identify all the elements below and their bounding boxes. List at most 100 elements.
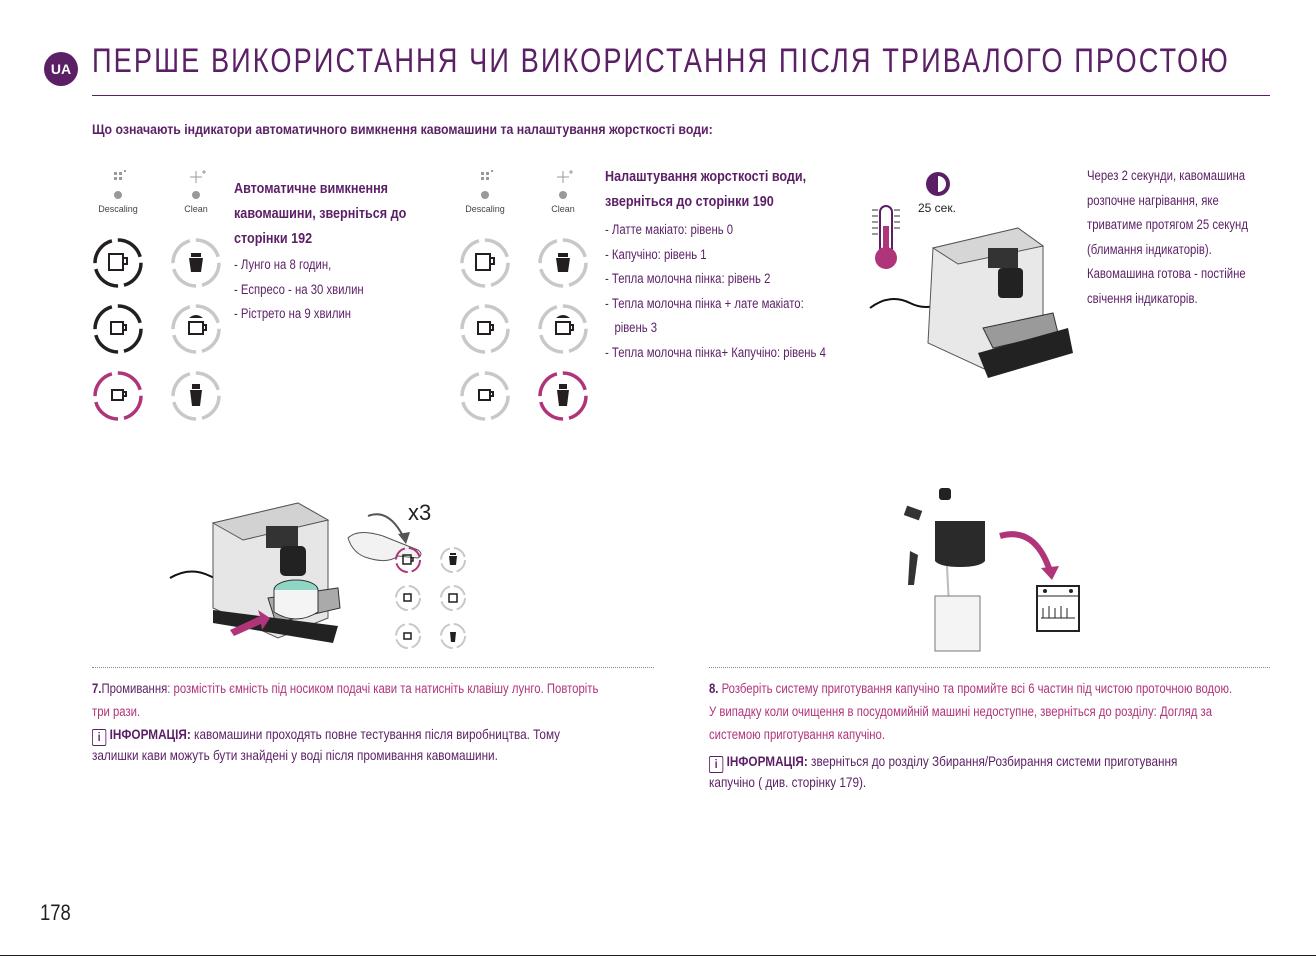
- page-title: ПЕРШЕ ВИКОРИСТАННЯ ЧИ ВИКОРИСТАННЯ ПІСЛЯ…: [92, 42, 1230, 80]
- heating-line: (блимання індикаторів).: [1087, 241, 1212, 257]
- knob-part: [939, 488, 951, 500]
- hardness-item: - Тепла молочна пінка + лате макіато:: [605, 295, 804, 311]
- timer-label: 25 сек.: [918, 201, 956, 215]
- hardness-indicator-panel: Descaling Clean: [459, 166, 599, 428]
- descaling-icon: [114, 170, 126, 180]
- step8-separator: [709, 667, 1270, 668]
- coffee-machine-image: [869, 227, 1073, 378]
- espresso-ring-dark: [93, 304, 143, 354]
- hardness-block: Налаштування жорсткості води, зверніться…: [605, 164, 868, 365]
- lungo-button-magenta: [395, 547, 421, 573]
- half-moon-icon: [926, 172, 950, 196]
- page-number: 178: [40, 900, 71, 925]
- heating-illustration: 25 сек.: [868, 168, 1078, 383]
- ristretto-ring-magenta: [93, 371, 143, 421]
- step7-number: 7.: [92, 681, 102, 696]
- auto-off-item: - Еспресо - на 30 хвилин: [234, 281, 364, 297]
- auto-off-title-3: сторінки 192: [234, 230, 313, 247]
- step8-text-1: Розберіть систему приготування капучіно …: [718, 681, 1233, 696]
- descaling-label: Descaling: [98, 204, 138, 214]
- section-subtitle: Що означають індикатори автоматичного ви…: [92, 121, 713, 137]
- auto-off-item: - Лунго на 8 годин,: [234, 257, 332, 272]
- step8-block: 8. Розберіть систему приготування капучі…: [709, 677, 1316, 791]
- hardness-item: - Тепла молочна пінка+ Капучіно: рівень …: [605, 344, 826, 360]
- milk-container-part: [934, 595, 981, 652]
- heating-line: свічення індикаторів.: [1087, 290, 1198, 306]
- arrow-to-dishwasher-icon: [999, 531, 1053, 572]
- step8-info-text-1: зверніться до розділу Збирання/Розбиранн…: [807, 753, 1178, 769]
- milk-lid-part: [935, 521, 985, 567]
- auto-off-title-1: Автоматичне вимкнення: [234, 180, 389, 197]
- heating-line: розпочне нагрівання, яке: [1087, 192, 1219, 208]
- cappuccino-parts-image: [903, 488, 1080, 652]
- ristretto-button: [395, 623, 421, 649]
- step8-line-1: 8. Розберіть систему приготування капучі…: [709, 677, 1297, 700]
- hardness-title-2: зверніться до сторінки 190: [605, 193, 774, 210]
- step7-text-1: : розмістіть ємність під носиком подачі …: [167, 681, 599, 696]
- heating-line: Через 2 секунди, кавомашина: [1087, 168, 1246, 183]
- milk-button-3: [440, 623, 466, 649]
- step8-info-label: ІНФОРМАЦІЯ:: [726, 753, 808, 769]
- step7-info-text-2: залишки кави можуть бути знайдені у воді…: [92, 747, 498, 763]
- info-icon: i: [709, 756, 724, 773]
- cappuccino-system-illustration: [895, 486, 1095, 661]
- title-rule: [92, 95, 1270, 96]
- heating-line: Кавомашина готова - постійне: [1087, 266, 1246, 281]
- rinse-illustration: x3: [168, 498, 478, 658]
- espresso-button: [395, 585, 421, 611]
- nozzle-part: [903, 505, 923, 521]
- milk-ring-light-2: [171, 304, 221, 354]
- auto-off-indicator-panel: Descaling Clean: [92, 166, 232, 428]
- descaling-label: Descaling: [465, 204, 505, 214]
- milk-button-2: [440, 585, 466, 611]
- step7-info-label: ІНФОРМАЦІЯ:: [109, 726, 191, 742]
- thermometer-icon: [872, 205, 900, 269]
- auto-off-title-2: кавомашини, зверніться до: [234, 205, 407, 222]
- milk-ring-light-3: [171, 371, 221, 421]
- milk-ring-light-1: [171, 238, 221, 288]
- push-arrow-icon: [230, 610, 270, 636]
- step7-text-2: три рази.: [92, 704, 141, 719]
- hardness-item: рівень 3: [605, 320, 658, 335]
- auto-off-item: - Рістрето на 9 хвилин: [234, 306, 352, 321]
- hand-icon: [347, 532, 422, 562]
- milk-ring-light-2: [538, 304, 588, 354]
- hardness-indicators: [460, 170, 588, 421]
- clean-led: [559, 191, 567, 199]
- coffee-machine-image: [169, 502, 341, 643]
- hardness-item: - Тепла молочна пінка: рівень 2: [605, 271, 771, 286]
- lungo-ring-dark: [93, 238, 143, 288]
- step8-text-2: У випадку коли очищення в посудомийній м…: [709, 704, 1213, 719]
- spout-part: [908, 551, 918, 585]
- step8-text-3: системою приготування капучіно.: [709, 727, 886, 742]
- heating-text: Через 2 секунди, кавомашина розпочне наг…: [1087, 164, 1279, 311]
- hardness-title-1: Налаштування жорсткості води,: [605, 168, 807, 185]
- descaling-led: [114, 191, 122, 199]
- clean-led: [192, 191, 200, 199]
- descaling-led: [481, 191, 489, 199]
- clean-icon: [557, 170, 573, 183]
- step8-info-text-2: капучіно ( див. сторінку 179).: [709, 774, 867, 790]
- clean-icon: [190, 170, 206, 183]
- heating-line: триватиме протягом 25 секунд: [1087, 217, 1248, 232]
- milk-ring-light-1: [538, 238, 588, 288]
- lungo-ring-light: [460, 238, 510, 288]
- press-count: x3: [408, 500, 432, 525]
- clean-label: Clean: [184, 204, 208, 214]
- rinse-image: [169, 502, 466, 649]
- hardness-item: - Латте макіато: рівень 0: [605, 222, 734, 237]
- espresso-ring-light: [460, 304, 510, 354]
- curved-arrow-icon: [367, 513, 404, 537]
- milk-ring-magenta: [538, 371, 588, 421]
- clean-label: Clean: [551, 204, 575, 214]
- step8-number: 8.: [709, 681, 719, 696]
- auto-off-indicators: [93, 170, 221, 421]
- step7-separator: [92, 667, 654, 668]
- hardness-item: - Капучіно: рівень 1: [605, 246, 707, 262]
- step7-label: Промивання: [101, 681, 168, 696]
- step7-info-text-1: кавомашини проходять повне тестування пі…: [190, 726, 561, 742]
- auto-off-block: Автоматичне вимкнення кавомашини, зверні…: [234, 176, 439, 327]
- step7-line-1: 7.Промивання: розмістіть ємність під нос…: [92, 677, 680, 700]
- ristretto-ring-light: [460, 371, 510, 421]
